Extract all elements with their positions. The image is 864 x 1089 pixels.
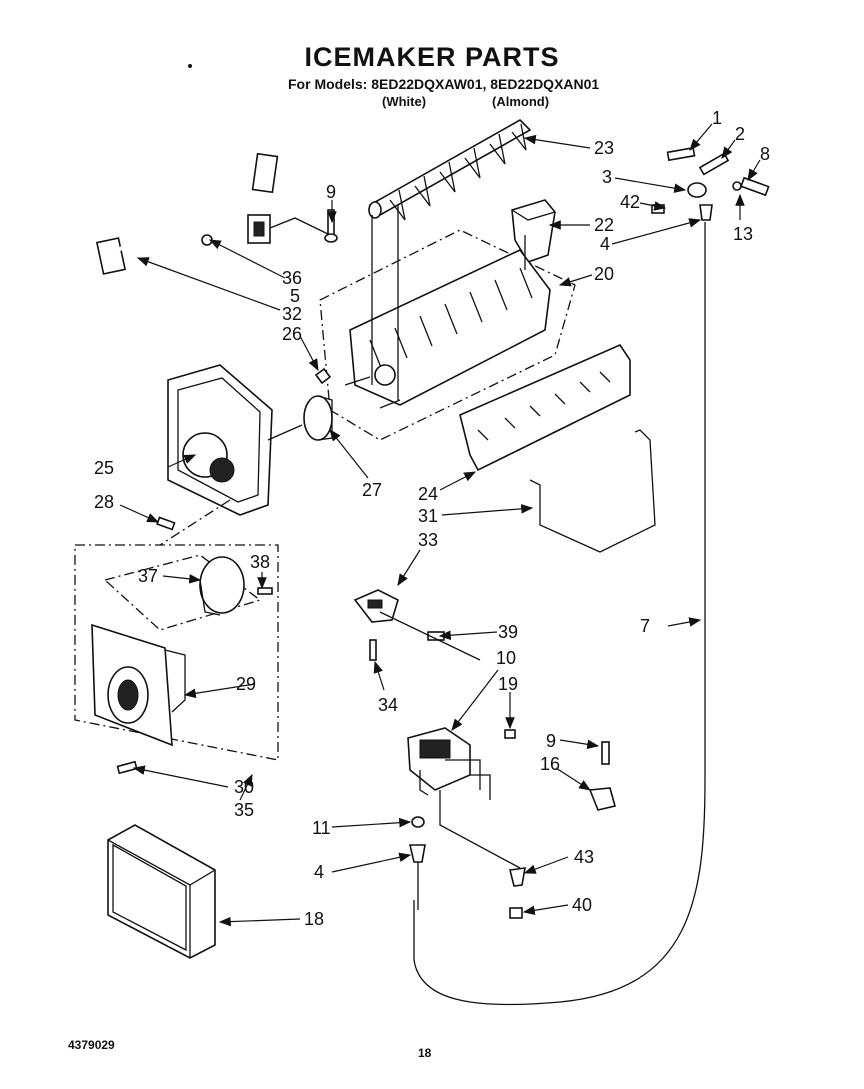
- motor-part: [199, 556, 245, 616]
- callout-40: 40: [572, 895, 592, 915]
- callout-9: 9: [326, 182, 336, 202]
- callout-4: 4: [600, 234, 610, 254]
- motor-cap-part: [303, 395, 333, 441]
- screw-part: [504, 729, 516, 739]
- callout-labels: 1 2 8 3 42 22 4 13 23 9 36 5 32 26 20 25…: [94, 108, 770, 929]
- white-label: (White): [382, 94, 427, 109]
- callout-leaders: [119, 123, 761, 927]
- callout-35: 35: [234, 800, 254, 820]
- callout-36: 36: [282, 268, 302, 288]
- callout-23: 23: [594, 138, 614, 158]
- callout-10: 10: [496, 648, 516, 668]
- callout-2: 2: [735, 124, 745, 144]
- callout-18: 18: [304, 909, 324, 929]
- fill-tube-fittings: [651, 146, 770, 221]
- nut-part: [509, 907, 523, 919]
- callout-22: 22: [594, 215, 614, 235]
- callout-9-lower: 9: [546, 731, 556, 751]
- clip-part: [314, 367, 332, 385]
- page-number: 18: [418, 1046, 432, 1060]
- callout-7: 7: [640, 616, 650, 636]
- screw-part: [369, 639, 377, 661]
- nut-part: [411, 816, 425, 828]
- fill-tube-part: [413, 222, 706, 1006]
- callout-34: 34: [378, 695, 398, 715]
- almond-label: (Almond): [492, 94, 550, 109]
- cover-part: [107, 824, 216, 959]
- ferrule-part: [408, 844, 426, 863]
- callout-43: 43: [574, 847, 594, 867]
- support-part: [91, 623, 186, 747]
- callout-28: 28: [94, 492, 114, 512]
- ejector-part: [368, 119, 532, 221]
- control-housing-part: [167, 364, 273, 516]
- callout-29: 29: [236, 674, 256, 694]
- callout-5: 5: [290, 286, 300, 306]
- screw-part: [257, 587, 273, 595]
- valve-bracket-part: [353, 589, 399, 623]
- screw-part: [156, 516, 176, 531]
- module-box: [74, 544, 279, 761]
- callout-31: 31: [418, 506, 438, 526]
- callout-39: 39: [498, 622, 518, 642]
- callout-13: 13: [733, 224, 753, 244]
- screw-part: [324, 209, 338, 243]
- water-valve-part: [407, 727, 491, 800]
- callout-16: 16: [540, 754, 560, 774]
- callout-42: 42: [620, 192, 640, 212]
- callout-30: 30: [234, 777, 254, 797]
- callout-32: 32: [282, 304, 302, 324]
- shutoff-arm-part: [529, 429, 656, 553]
- callout-19: 19: [498, 674, 518, 694]
- bracket-part: [247, 214, 331, 244]
- callout-1: 1: [712, 108, 722, 128]
- callout-24: 24: [418, 484, 438, 504]
- fill-cup-part: [511, 199, 556, 263]
- document-number: 4379029: [68, 1038, 115, 1052]
- callout-25: 25: [94, 458, 114, 478]
- callout-37: 37: [138, 566, 158, 586]
- callout-3: 3: [602, 167, 612, 187]
- callout-20: 20: [594, 264, 614, 284]
- callout-27: 27: [362, 480, 382, 500]
- callout-33: 33: [418, 530, 438, 550]
- callout-38: 38: [250, 552, 270, 572]
- stray-dot: [188, 64, 192, 68]
- clamp-part: [588, 787, 616, 811]
- callout-11: 11: [312, 818, 331, 838]
- models-line: For Models: 8ED22DQXAW01, 8ED22DQXAN01: [288, 76, 600, 92]
- screw-part: [601, 741, 610, 765]
- stripper-part: [459, 343, 631, 472]
- page-title: ICEMAKER PARTS: [304, 42, 560, 72]
- wire-harness-part: [95, 152, 279, 275]
- callout-8: 8: [760, 144, 770, 164]
- callout-4-lower: 4: [314, 862, 324, 882]
- screw-part: [116, 760, 138, 775]
- ferrule-part: [509, 867, 526, 887]
- callout-26: 26: [282, 324, 302, 344]
